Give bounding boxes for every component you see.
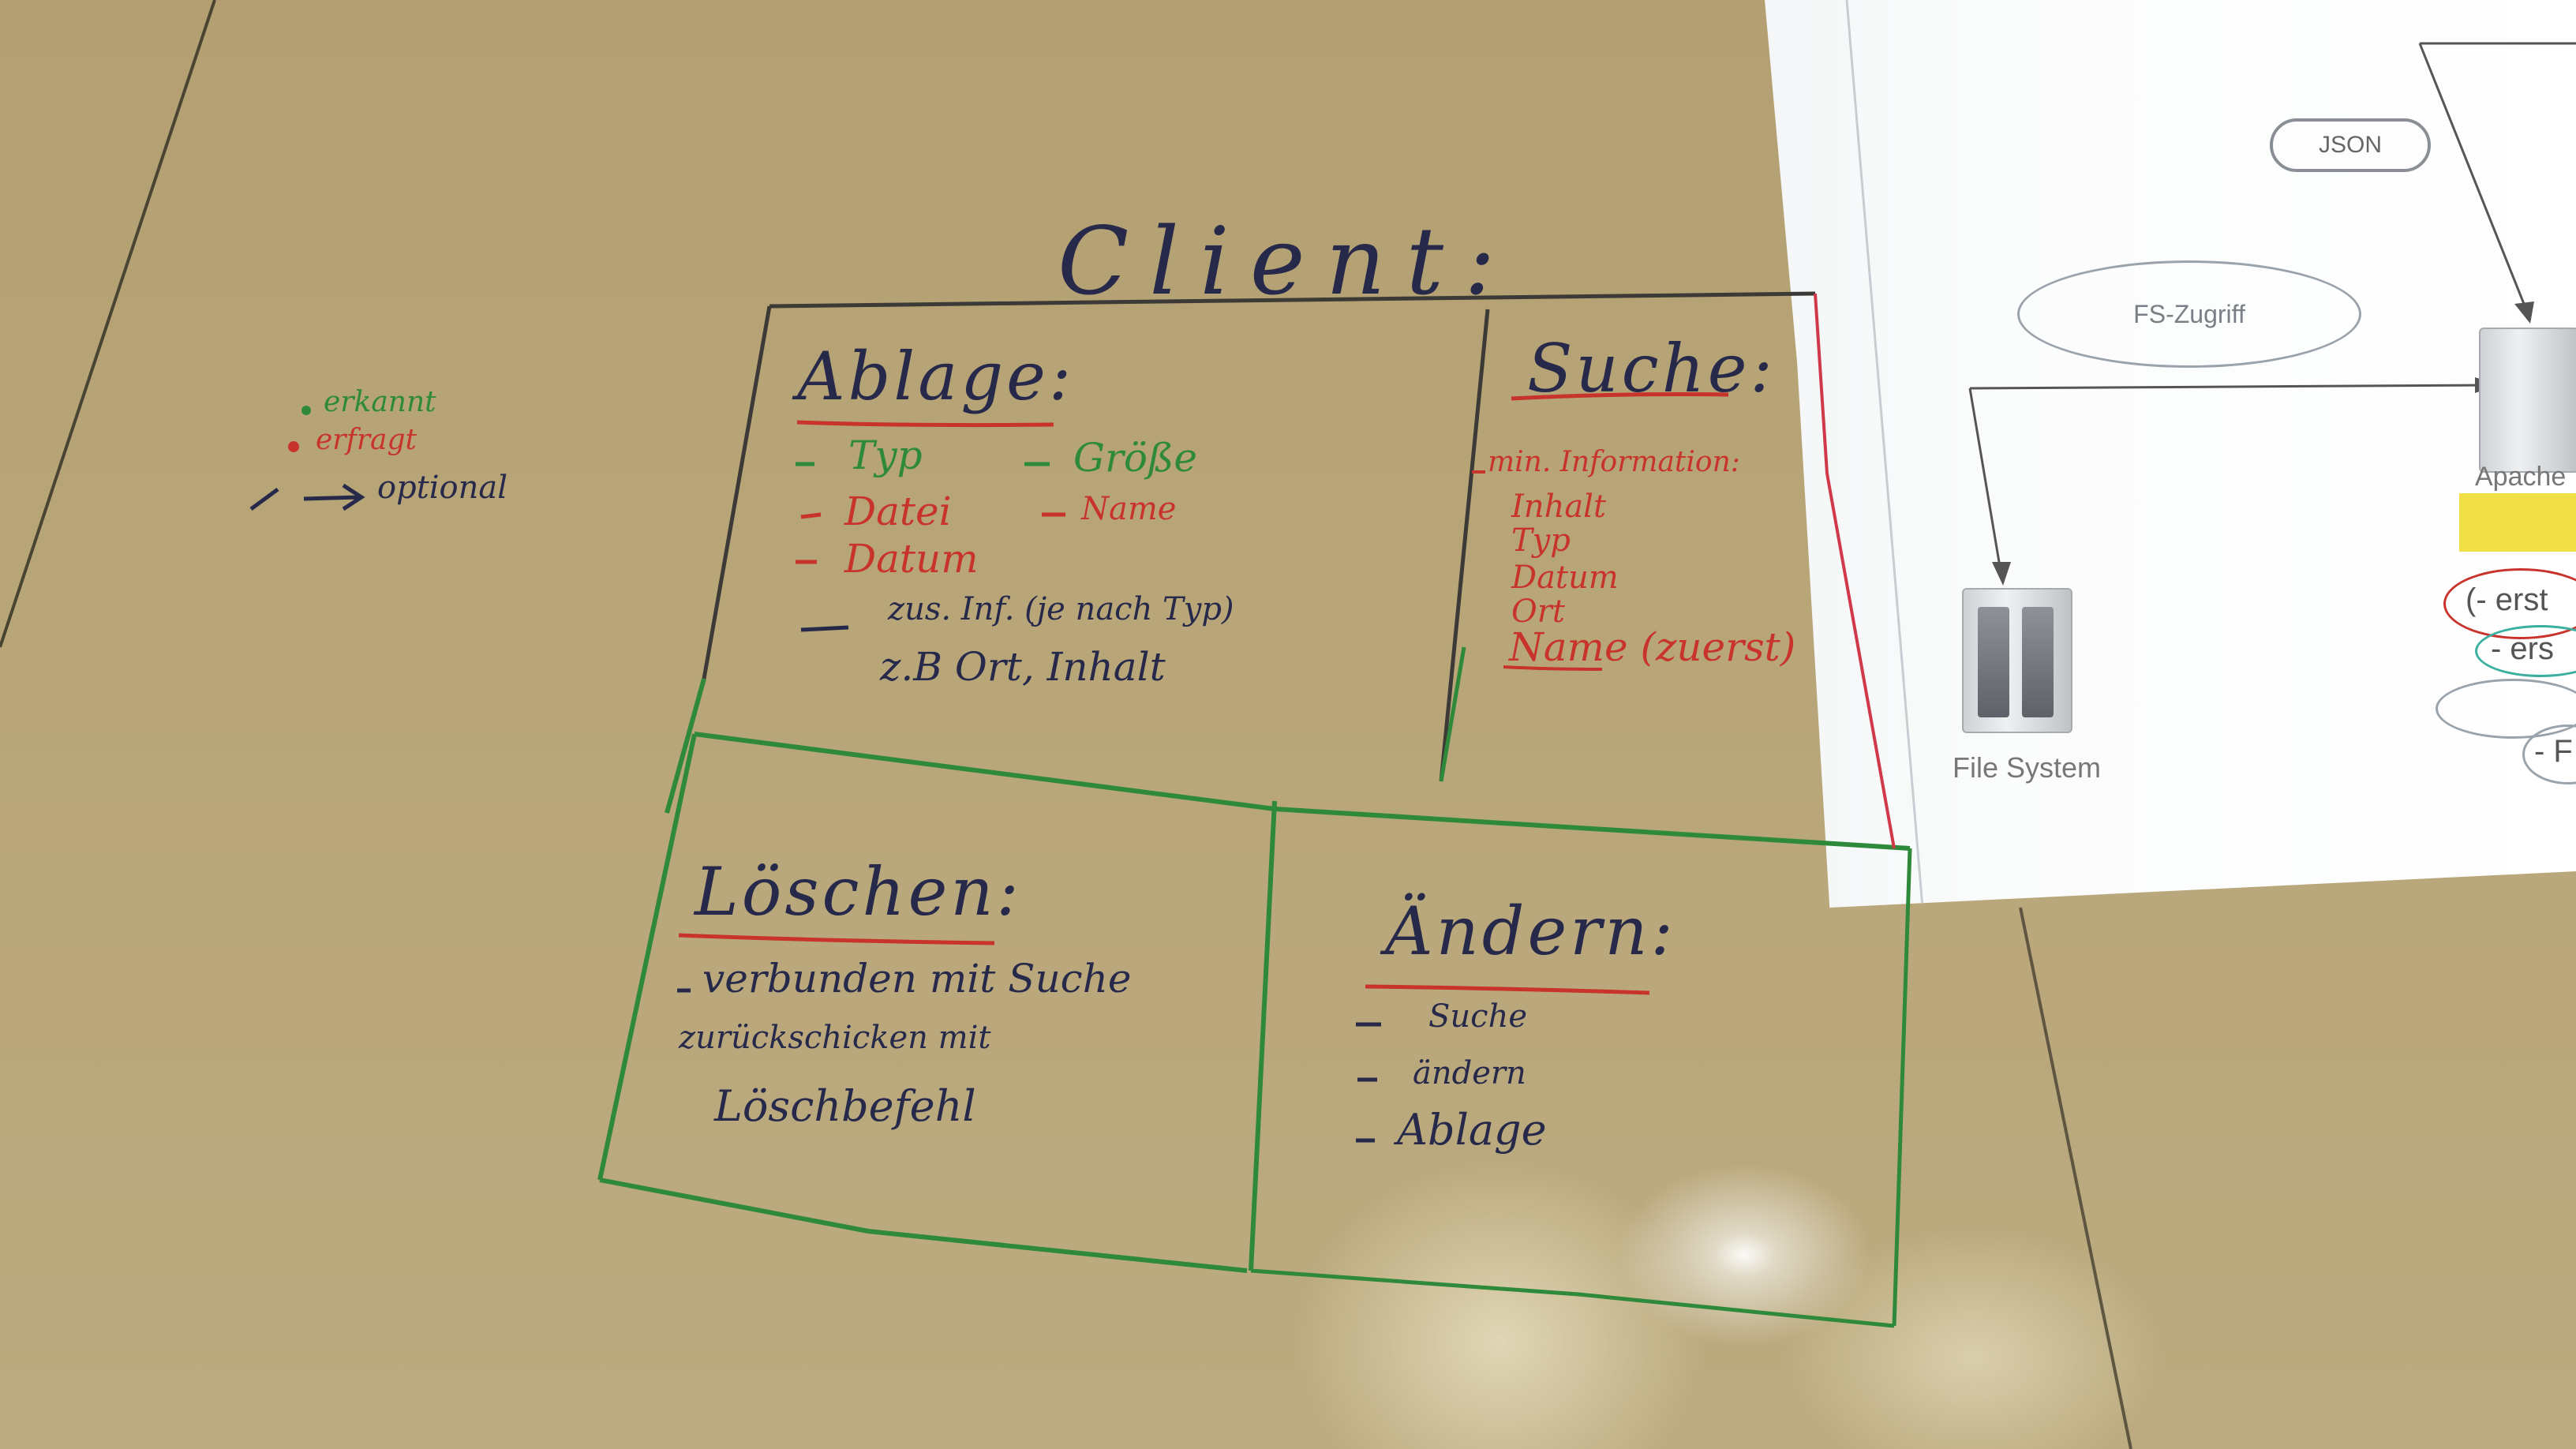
green-right-line <box>1892 848 1912 1327</box>
suche-heading: Suche: <box>1527 330 1776 407</box>
suche-item-inhalt: Inhalt <box>1511 489 1607 525</box>
suche-item-datum: Datum <box>1511 560 1619 596</box>
yellow-label-bar <box>2459 493 2576 552</box>
green-bottom-left <box>599 1178 1248 1273</box>
suche-underline <box>1511 392 1729 401</box>
green-middle-line <box>694 732 1911 851</box>
suche-item-typ: Typ <box>1511 522 1571 559</box>
box-top-line <box>769 291 1816 309</box>
ablage-item-name: Name <box>1081 491 1177 527</box>
loeschen-heading: Löschen: <box>695 853 1022 930</box>
suche-intro: min. Information: <box>1488 446 1740 478</box>
arrow-to-filesystem <box>1968 388 2003 577</box>
apache-label: Apache <box>2475 462 2567 492</box>
aendern-item-suche: Suche <box>1428 998 1527 1035</box>
column-divider <box>1439 309 1490 782</box>
legend-optional-label: optional <box>377 470 508 506</box>
loeschen-underline <box>678 933 995 945</box>
ablage-extra-info: zus. Inf. (je nach Typ) <box>888 591 1234 627</box>
aendern-underline <box>1365 984 1650 995</box>
arrow-to-apache <box>2418 43 2532 320</box>
box-left-line-upper <box>702 305 772 680</box>
red-edge-line <box>1814 293 1896 849</box>
right-item-1: (- erst <box>2466 582 2548 617</box>
right-oval-3 <box>2436 679 2576 739</box>
ablage-item-datei: Datei <box>844 489 952 534</box>
ablage-example: z.B Ort, Inhalt <box>880 644 1166 690</box>
loeschen-line-1: verbunden mit Suche <box>702 956 1132 1002</box>
fs-zugriff-oval: FS-Zugriff <box>2017 260 2361 368</box>
green-center-divider <box>1249 800 1277 1271</box>
suche-item-ort: Ort <box>1511 593 1565 630</box>
ablage-item-typ: Typ <box>848 432 923 478</box>
right-item-2: - ers <box>2491 631 2554 666</box>
legend-red-label: erfragt <box>316 424 417 456</box>
file-system-label: File System <box>1953 751 2102 784</box>
slide-frame-line <box>1845 0 1924 908</box>
green-left-line <box>597 733 697 1181</box>
client-title: Client: <box>1058 207 1516 316</box>
apache-server-icon <box>2479 328 2576 473</box>
file-system-server-icon <box>1962 588 2072 733</box>
right-item-3: - F <box>2534 734 2573 769</box>
ablage-item-datum: Datum <box>844 536 979 582</box>
projected-slide: JSON FS-Zugriff File System Apache (- er… <box>1765 0 2576 908</box>
suche-item-name: Name (zuerst) <box>1509 624 1796 670</box>
ablage-underline <box>796 420 1054 428</box>
ablage-item-groesse: Größe <box>1073 435 1197 481</box>
ablage-heading: Ablage: <box>797 338 1075 415</box>
aendern-item-ablage: Ablage <box>1397 1105 1547 1155</box>
loeschen-line-3: Löschbefehl <box>714 1081 976 1131</box>
right-oval-2 <box>2475 625 2576 677</box>
legend-green-label: erkannt <box>324 386 436 418</box>
aendern-item-aendern: ändern <box>1413 1055 1526 1091</box>
green-left-upper <box>665 678 706 814</box>
loeschen-line-2: zurückschicken mit <box>679 1020 991 1056</box>
aendern-heading: Ändern: <box>1385 893 1676 970</box>
green-bottom-right <box>1250 1268 1895 1328</box>
arrow-fs-to-apache <box>1969 384 2492 390</box>
name-underline <box>1503 665 1603 671</box>
json-badge: JSON <box>2270 118 2431 172</box>
